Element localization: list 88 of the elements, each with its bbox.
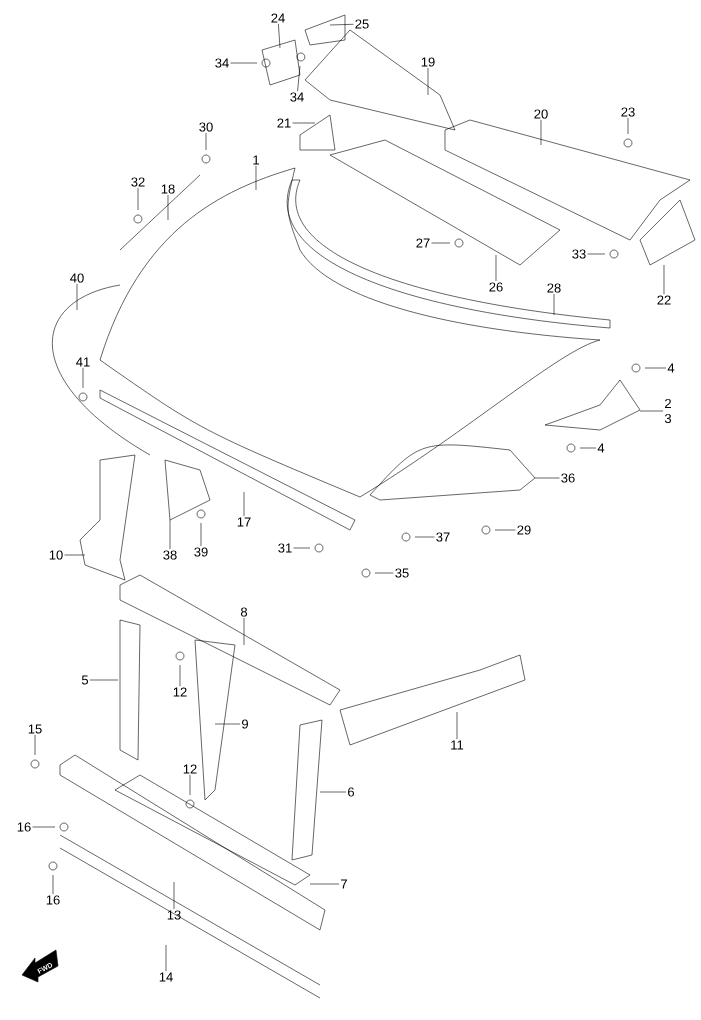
callout-number: 25 [355, 19, 369, 29]
leader-line [89, 679, 119, 681]
callout-number: 1 [253, 155, 259, 165]
leader-line [167, 194, 169, 221]
callout-number: 30 [199, 122, 213, 132]
leader-line [534, 477, 560, 479]
leader-line [414, 536, 435, 538]
leader-line [52, 874, 54, 895]
callout-number: 6 [348, 787, 355, 797]
callout-number: 39 [194, 547, 208, 557]
leader-line [292, 122, 316, 124]
leader-line [205, 132, 207, 151]
leader-line [32, 826, 56, 828]
leader-line [553, 293, 555, 316]
leader-line [200, 522, 202, 547]
callout-number: 4 [597, 443, 605, 453]
leader-line [579, 447, 597, 449]
leader-line [64, 554, 86, 556]
leader-line [293, 547, 311, 549]
leader-line [540, 119, 542, 146]
leader-line [495, 254, 497, 282]
callout-number: 16 [17, 822, 31, 832]
callout-number: 5 [81, 675, 89, 685]
callout-number: 31 [278, 543, 292, 553]
leader-line [214, 723, 241, 725]
callout-number: 36 [561, 473, 575, 483]
leader-line [663, 264, 665, 295]
leader-line [137, 187, 139, 211]
callout-number: 15 [28, 724, 42, 734]
callout-number: 24 [271, 13, 285, 23]
leader-line [243, 491, 245, 517]
callout-number: 19 [421, 57, 435, 67]
leader-line [179, 664, 181, 687]
callout-number: 4 [667, 363, 675, 373]
callout-number: 26 [489, 282, 503, 292]
callout-number: 40 [70, 273, 84, 283]
callout-number: 34 [215, 58, 229, 68]
leader-line [374, 572, 394, 574]
leader-line [309, 883, 340, 885]
callout-number: 27 [416, 238, 430, 248]
callout-number: 17 [237, 517, 251, 527]
callout-number: 12 [183, 764, 197, 774]
callout-number: 33 [572, 249, 586, 259]
leader-line [644, 367, 667, 369]
leader-line [230, 62, 258, 64]
callout-number: 28 [547, 283, 561, 293]
callout-number: 23 [621, 107, 635, 117]
callout-number: 29 [517, 525, 531, 535]
leader-line [189, 774, 191, 796]
callout-number: 12 [173, 687, 187, 697]
callout-number: 32 [131, 177, 145, 187]
callout-number: 41 [76, 357, 90, 367]
leader-line [319, 791, 347, 793]
leader-line [329, 24, 354, 26]
callout-number: 20 [534, 109, 548, 119]
leader-line [34, 734, 36, 756]
callout-number: 13 [167, 910, 181, 920]
leader-line [456, 711, 458, 740]
leader-line [494, 529, 516, 531]
callout-number: 14 [159, 972, 173, 982]
leader-line [173, 881, 175, 910]
leader-line [82, 367, 84, 389]
leader-line [627, 117, 629, 135]
leader-line [431, 242, 451, 244]
callout-number: 35 [395, 568, 409, 578]
callout-number: 16 [46, 895, 60, 905]
leader-line [639, 410, 664, 412]
leader-line [297, 65, 301, 92]
leader-line [169, 519, 171, 550]
leader-line [243, 617, 245, 646]
leader-line [76, 283, 78, 311]
callout-number: 38 [163, 550, 177, 560]
callout-number: 22 [657, 295, 671, 305]
leader-line [255, 165, 257, 191]
callout-number: 2 3 [664, 398, 672, 424]
callout-number: 11 [451, 740, 464, 750]
leader-line [165, 944, 167, 972]
callout-number: 7 [341, 879, 347, 889]
callout-number: 18 [161, 184, 175, 194]
callout-number: 9 [242, 719, 248, 729]
leader-line [427, 67, 429, 96]
leader-line [278, 23, 281, 49]
callout-number: 21 [277, 118, 291, 128]
callout-number: 8 [240, 607, 248, 617]
callout-number: 34 [290, 92, 304, 102]
callout-number: 37 [436, 532, 450, 542]
callout-number: 10 [49, 550, 63, 560]
leader-line [587, 253, 606, 255]
